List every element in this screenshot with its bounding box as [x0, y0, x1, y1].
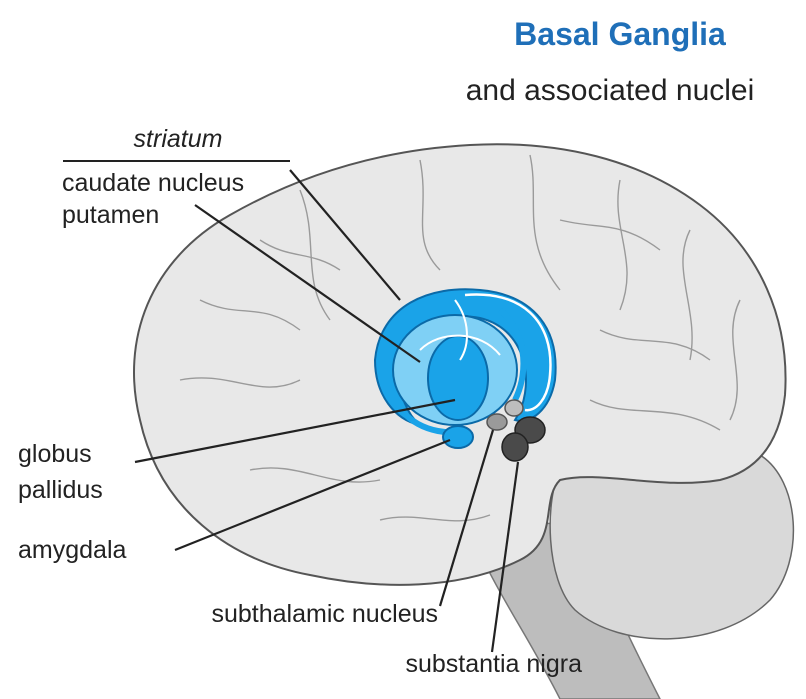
diagram-subtitle: and associated nuclei [466, 74, 755, 107]
amygdala-shape [443, 426, 473, 448]
label-globus: globus [18, 440, 92, 468]
subthalamic-nucleus-shape [487, 414, 507, 430]
striatum-heading: striatum [134, 125, 223, 153]
label-substantia-nigra: substantia nigra [405, 650, 582, 678]
globus-pallidus-shape [428, 336, 488, 420]
label-subthalamic-nucleus: subthalamic nucleus [211, 600, 438, 628]
label-caudate-nucleus: caudate nucleus [62, 169, 244, 197]
label-putamen: putamen [62, 201, 159, 229]
label-pallidus: pallidus [18, 476, 103, 504]
diagram-title: Basal Ganglia [514, 16, 726, 52]
label-amygdala: amygdala [18, 536, 126, 564]
